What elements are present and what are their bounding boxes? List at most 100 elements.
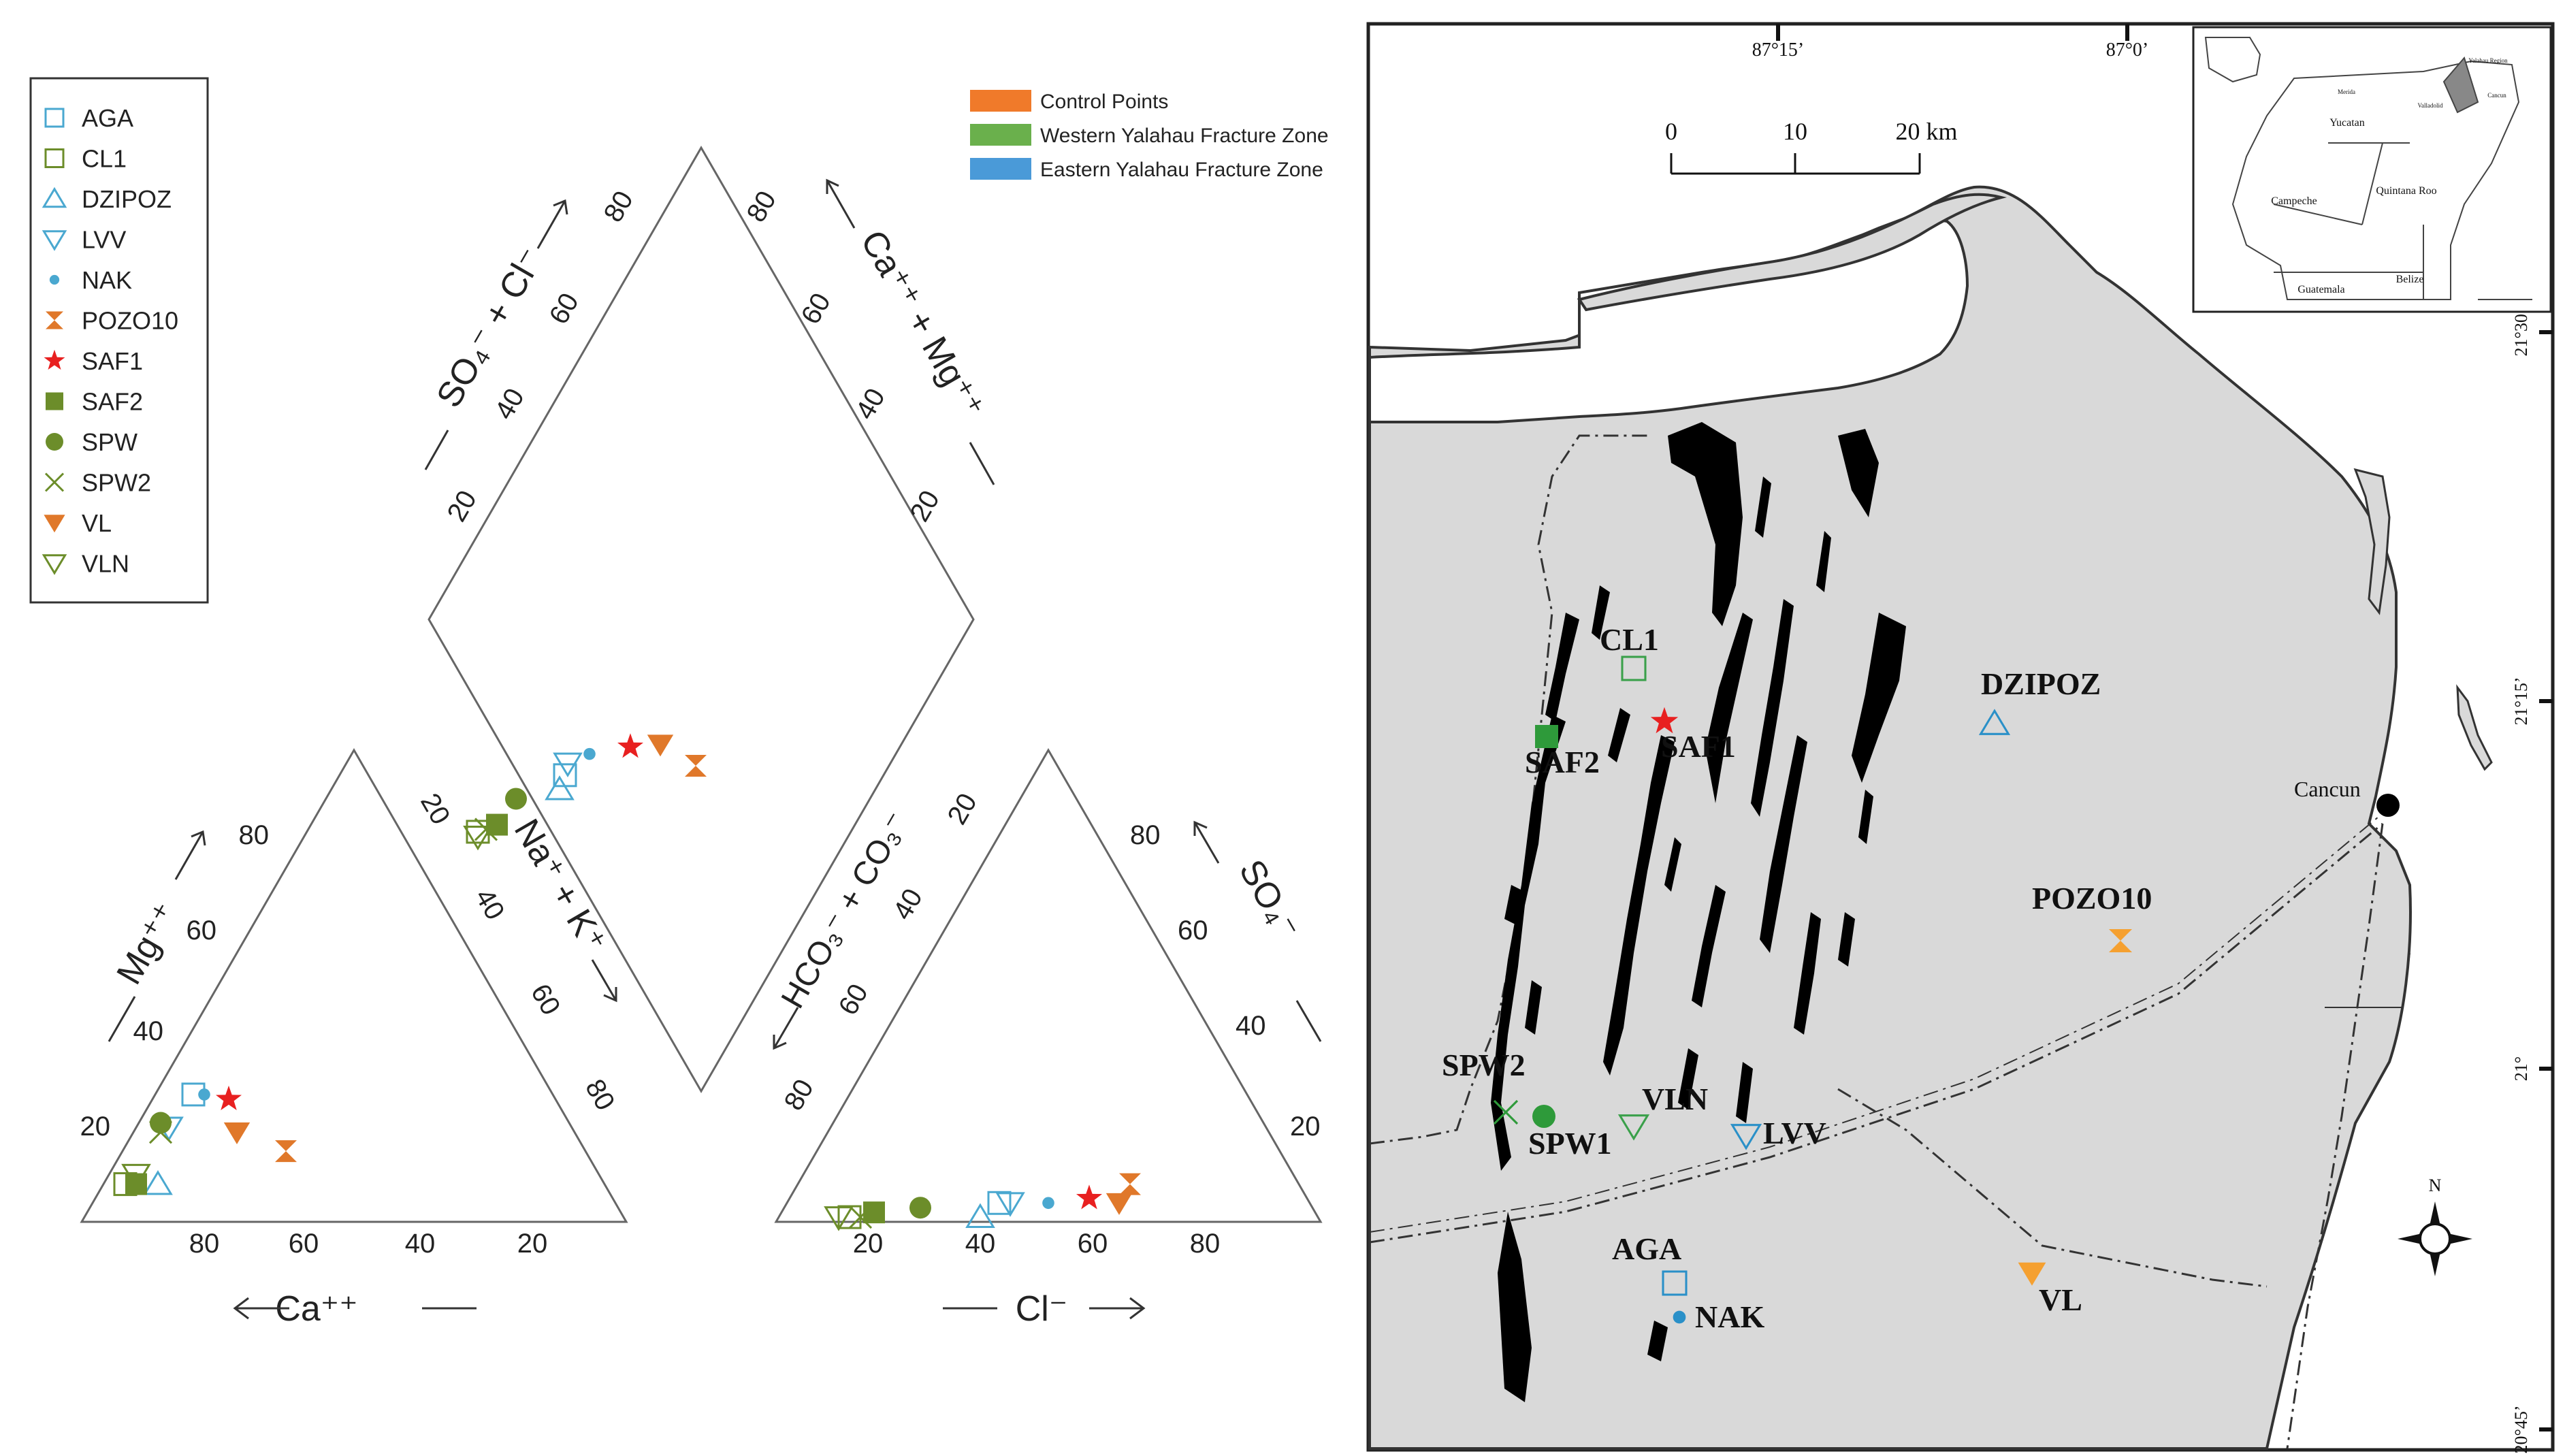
- map-site-label-aga: AGA: [1612, 1231, 1681, 1266]
- map-site-label-vl: VL: [2039, 1282, 2082, 1317]
- anion-so4-tick-40: 40: [1236, 1011, 1266, 1041]
- data-points: [113, 733, 1141, 1231]
- anion-point-spw2: [848, 1206, 873, 1229]
- cation-mg-tick-80: 80: [239, 820, 270, 850]
- map-site-label-pozo10: POZO10: [2032, 881, 2152, 916]
- lat-label-0: 21°30’: [2511, 308, 2531, 356]
- road-3: [1837, 1088, 2268, 1288]
- lat-label-1: 21°15’: [2511, 677, 2531, 725]
- zone-swatch-0: [970, 90, 1031, 112]
- legend-label-lvv: LVV: [82, 226, 126, 254]
- diamond-point-vln: [463, 825, 493, 851]
- legend-label-cl1: CL1: [82, 145, 127, 173]
- legend-label-dzipoz: DZIPOZ: [82, 185, 172, 213]
- diamond-so4cl-axis-label: SO₄⁻ + Cl⁻: [429, 242, 551, 415]
- anion-cl-arrowhead: [1129, 1297, 1146, 1320]
- anion-point-nak: [1042, 1197, 1054, 1210]
- cation-point-dzipoz: [143, 1170, 173, 1195]
- legend-marker-pozo10: [46, 311, 63, 329]
- cation-ca-tick-40: 40: [405, 1229, 436, 1259]
- diamond-so4cl-tick-40: 40: [489, 383, 530, 425]
- map-site-saf2: [1535, 725, 1558, 748]
- cation-mg-tick-20: 20: [80, 1112, 111, 1142]
- diamond-camg-tick-80: 80: [741, 186, 782, 227]
- anion-hco3-tick-20: 20: [942, 788, 983, 830]
- legend-label-spw: SPW: [82, 428, 138, 456]
- cation-ca-arrowhead: [233, 1297, 249, 1320]
- anion-point-dzipoz: [965, 1203, 995, 1228]
- legend-marker-cl1: [44, 148, 65, 168]
- legend-label-vln: VLN: [82, 550, 129, 578]
- cation-mg-axis-arrow: [174, 831, 204, 880]
- legend-label-pozo10: POZO10: [82, 307, 178, 335]
- inset-label-8: Valladolid: [2418, 102, 2443, 109]
- map-site-vln: [1617, 1114, 1650, 1141]
- map-site-pozo10: [2109, 929, 2132, 952]
- map-site-label-vln: VLN: [1642, 1082, 1708, 1116]
- diamond-so4cl-arrowhead: [553, 199, 568, 215]
- legend-marker-dzipoz: [42, 187, 67, 208]
- diamond-camg-axis-tail: [969, 442, 995, 485]
- legend-label-nak: NAK: [82, 266, 132, 294]
- inset-label-2: Campeche: [2271, 195, 2317, 207]
- legend-marker-vl: [44, 515, 65, 533]
- legend-marker-spw2: [44, 472, 65, 492]
- map-site-label-spw1: SPW1: [1528, 1126, 1612, 1161]
- cancun-label: Cancun: [2294, 777, 2361, 801]
- diamond-point-vl: [647, 734, 674, 757]
- legend-marker-vln: [42, 554, 67, 575]
- diamond-point-lvv: [553, 752, 583, 778]
- cation-ca-tick-20: 20: [517, 1229, 548, 1259]
- road-1: [1369, 822, 2383, 1244]
- cation-point-vl: [223, 1122, 251, 1144]
- diamond-point-saf1: [617, 733, 644, 758]
- zone-label-1: Western Yalahau Fracture Zone: [1040, 125, 1329, 147]
- piper-diagram: AGACL1DZIPOZLVVNAKPOZO10SAF1SAF2SPWSPW2V…: [29, 77, 1329, 1329]
- zone-label-0: Control Points: [1040, 91, 1168, 113]
- anion-cl-axis-label: Cl⁻: [1016, 1289, 1068, 1329]
- zone-swatch-2: [970, 158, 1031, 180]
- diamond-camg-tick-40: 40: [850, 383, 891, 425]
- cation-mg-tick-60: 60: [187, 916, 217, 945]
- anion-so4-tick-20: 20: [1290, 1112, 1321, 1142]
- map-site-label-cl1: CL1: [1600, 622, 1659, 657]
- legend-marker-lvv: [42, 230, 67, 251]
- cation-mg-tick-40: 40: [133, 1016, 164, 1046]
- diamond-so4cl-axis-tail: [424, 430, 449, 470]
- diamond-so4cl-axis-arrow: [536, 200, 566, 249]
- inset-label-0: Yucatan: [2329, 117, 2365, 129]
- diamond-camg-axis-arrow: [826, 180, 856, 229]
- map-site-aga: [1662, 1270, 1688, 1296]
- cation-nak-axis-arrow: [591, 959, 617, 1001]
- map-site-lvv: [1730, 1124, 1762, 1150]
- diamond-point-cl1: [466, 820, 490, 844]
- legend-label-spw2: SPW2: [82, 469, 151, 497]
- cation-point-pozo10: [275, 1140, 297, 1163]
- anion-point-vl: [1106, 1193, 1133, 1215]
- diamond-point-spw: [505, 788, 527, 810]
- legend-label-vl: VL: [82, 509, 112, 537]
- cation-nak-tick-60: 60: [525, 979, 566, 1020]
- cation-nak-tick-80: 80: [579, 1074, 620, 1116]
- anion-so4-axis-label: SO₄⁻: [1231, 853, 1308, 945]
- diamond-point-pozo10: [685, 754, 707, 777]
- cation-mg-arrowhead: [191, 830, 206, 846]
- legend-marker-aga: [44, 108, 65, 128]
- road-5: [2325, 952, 2410, 1008]
- anion-point-saf2: [863, 1201, 885, 1224]
- inset-label-3: Belize: [2396, 274, 2424, 285]
- lon-label-0: 87°15’: [1752, 39, 1805, 61]
- map-site-label-saf2: SAF2: [1525, 745, 1600, 779]
- legend-marker-spw: [46, 433, 63, 451]
- scale-label-1: 10: [1783, 118, 1807, 145]
- anion-so4-tick-80: 80: [1130, 820, 1161, 850]
- cation-mg-axis-tail: [108, 996, 136, 1042]
- diamond-point-dzipoz: [545, 775, 575, 800]
- cation-mg-axis-label: Mg⁺⁺: [109, 896, 187, 991]
- map-site-label-saf1: SAF1: [1661, 729, 1736, 764]
- anion-cl-tick-40: 40: [965, 1229, 996, 1259]
- map-site-vl: [2018, 1262, 2046, 1286]
